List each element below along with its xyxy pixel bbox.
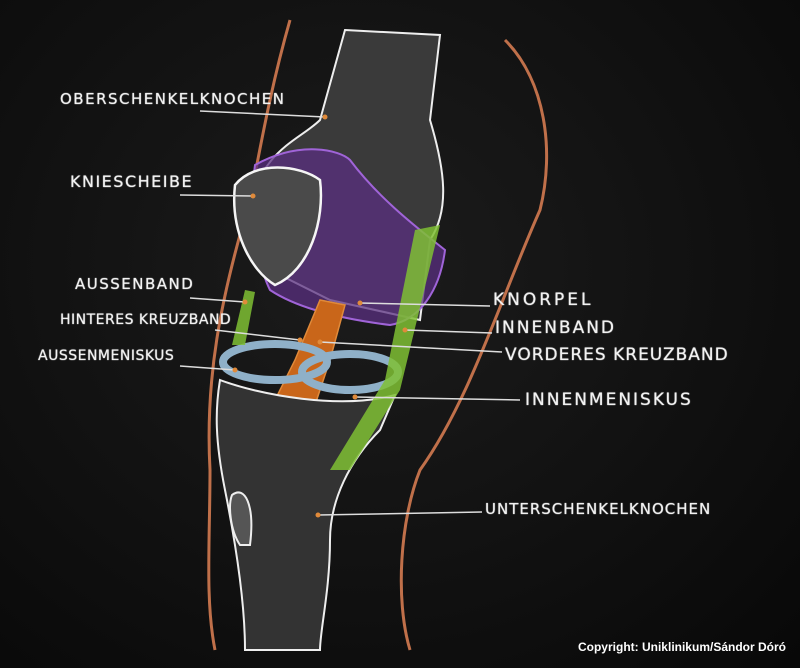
label-unterschenkelknochen: Unterschenkelknochen bbox=[485, 500, 712, 518]
copyright-text: Copyright: Uniklinikum/Sándor Dóró bbox=[577, 640, 786, 654]
label-oberschenkelknochen: Oberschenkelknochen bbox=[60, 90, 286, 108]
meniscus-lateral bbox=[219, 340, 331, 384]
leg-outline-right bbox=[399, 38, 549, 651]
medial-collateral-ligament bbox=[330, 225, 440, 470]
leg-outline-left bbox=[207, 19, 292, 651]
lateral-collateral-ligament bbox=[232, 290, 255, 345]
label-aussenmeniskus: Außenmeniskus bbox=[38, 348, 175, 364]
label-innenband: Innenband bbox=[495, 318, 617, 338]
label-aussenband: Außenband bbox=[75, 275, 195, 293]
label-knorpel: Knorpel bbox=[493, 290, 594, 310]
label-pointer-lines bbox=[179, 110, 521, 516]
fibula bbox=[229, 491, 253, 546]
patella bbox=[232, 166, 323, 287]
label-innenmeniskus: Innenmeniskus bbox=[525, 390, 693, 410]
label-kniescheibe: Kniescheibe bbox=[70, 172, 194, 191]
label-vorderes-kreuzband: Vorderes Kreuzband bbox=[505, 345, 729, 365]
label-hinteres-kreuzband: Hinteres Kreuzband bbox=[60, 312, 232, 328]
label-dots bbox=[232, 114, 408, 518]
